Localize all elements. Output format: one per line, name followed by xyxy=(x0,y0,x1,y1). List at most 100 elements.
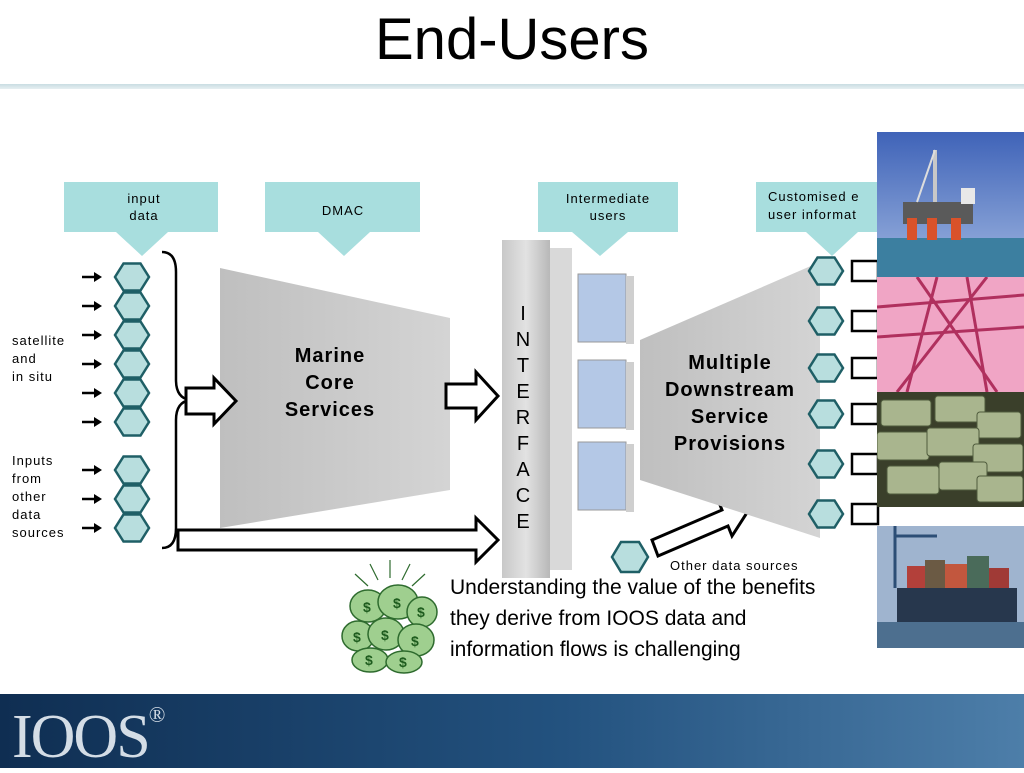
money-bags-icon: $$$ $$$ $$ xyxy=(340,556,440,674)
dmac-callout: DMAC xyxy=(265,182,420,256)
output-hexagon xyxy=(807,256,845,286)
core-line-2: Core xyxy=(305,372,355,394)
customised-info-callout: Customised e user informat xyxy=(756,182,880,256)
arrow-to-interface xyxy=(444,368,501,424)
input-arrow xyxy=(82,523,102,533)
input-hexagon xyxy=(113,349,151,379)
downstream-line-1: Multiple xyxy=(688,352,772,374)
input-arrow xyxy=(82,494,102,504)
input-hexagon xyxy=(113,378,151,408)
input-arrow xyxy=(82,301,102,311)
inputs-line-3: other xyxy=(12,489,47,504)
oil-platform-photo xyxy=(877,132,1024,277)
other-sources-arrow xyxy=(650,497,753,558)
interface-letter: A xyxy=(516,459,530,481)
output-arrow-box xyxy=(850,452,880,476)
inputs-line-1: Inputs xyxy=(12,453,53,468)
slide-caption: Understanding the value of the benefits … xyxy=(450,576,816,661)
footer-bar: IOOS® xyxy=(0,694,1024,771)
interface-letter: I xyxy=(520,303,526,325)
input-hexagon-stack xyxy=(113,262,151,543)
customised-label-2: user informat xyxy=(768,207,857,222)
interface-side xyxy=(550,248,572,570)
marine-core-services-block xyxy=(220,268,450,528)
output-hexagon xyxy=(807,499,845,529)
interface-letter: F xyxy=(517,433,529,455)
output-arrow-box xyxy=(850,502,880,526)
power-pylon-photo xyxy=(877,277,1024,392)
interface-letter: E xyxy=(516,381,529,403)
title-divider xyxy=(0,84,1024,89)
input-arrow xyxy=(82,417,102,427)
svg-text:$: $ xyxy=(365,652,373,668)
satellite-line-3: in situ xyxy=(12,369,53,384)
satellite-line-2: and xyxy=(12,351,37,366)
output-arrow-box xyxy=(850,259,880,283)
container-ship-photo xyxy=(877,526,1024,648)
inputs-line-5: sources xyxy=(12,525,65,540)
svg-text:$: $ xyxy=(411,633,419,649)
input-data-label-2: data xyxy=(129,208,158,223)
other-sources-text: Other data sources xyxy=(670,558,799,573)
input-hexagon xyxy=(113,291,151,321)
satellite-line-1: satellite xyxy=(12,333,65,348)
input-hexagon xyxy=(113,320,151,350)
satellite-in-situ-label: satellite and in situ xyxy=(12,333,65,384)
downstream-line-4: Provisions xyxy=(674,433,786,455)
core-line-1: Marine xyxy=(295,345,365,367)
svg-text:$: $ xyxy=(393,595,401,611)
arrow-to-core xyxy=(184,374,239,428)
data-flow-diagram: input data DMAC Intermediate users Custo… xyxy=(12,182,880,578)
output-arrow-box xyxy=(850,309,880,333)
input-arrow xyxy=(82,330,102,340)
logo-text: IOOS xyxy=(12,703,151,771)
svg-text:$: $ xyxy=(381,627,389,643)
interface-letter: C xyxy=(516,485,530,507)
money-stacks-photo xyxy=(877,392,1024,507)
input-arrows xyxy=(82,272,102,533)
output-hexagons xyxy=(807,256,880,529)
core-line-3: Services xyxy=(285,399,375,421)
interface-column xyxy=(502,240,550,578)
input-hexagon xyxy=(113,455,151,485)
ioos-logo: IOOS® xyxy=(12,702,166,773)
output-hexagon xyxy=(807,353,845,383)
downstream-line-2: Downstream xyxy=(665,379,795,401)
intermediate-user-blocks xyxy=(577,273,634,512)
interface-letter: R xyxy=(516,407,530,429)
interface-letter: N xyxy=(516,329,530,351)
input-arrow xyxy=(82,272,102,282)
svg-text:$: $ xyxy=(399,654,407,670)
input-hexagon xyxy=(113,262,151,292)
input-data-callout: input data xyxy=(64,182,218,256)
intermediate-label-1: Intermediate xyxy=(566,191,650,206)
dmac-label: DMAC xyxy=(322,203,364,218)
output-arrow-box xyxy=(850,402,880,426)
input-hexagon xyxy=(113,513,151,543)
registered-mark: ® xyxy=(148,702,166,727)
input-hexagon xyxy=(113,484,151,514)
inputs-line-4: data xyxy=(12,507,41,522)
interface-letter: E xyxy=(516,511,529,533)
other-sources-label: Inputs from other data sources xyxy=(12,453,65,540)
interface-letter: T xyxy=(517,355,529,377)
input-arrow xyxy=(82,388,102,398)
output-hexagon xyxy=(807,449,845,479)
other-sources-hexagon xyxy=(610,540,650,574)
input-arrow xyxy=(82,465,102,475)
downstream-provisions-block xyxy=(640,262,820,538)
svg-text:$: $ xyxy=(353,629,361,645)
inputs-line-2: from xyxy=(12,471,42,486)
intermediate-users-callout: Intermediate users xyxy=(538,182,678,256)
svg-text:$: $ xyxy=(417,604,425,620)
input-hexagon xyxy=(113,407,151,437)
output-hexagon xyxy=(807,306,845,336)
output-arrow-box xyxy=(850,356,880,380)
intermediate-label-2: users xyxy=(590,208,627,223)
input-arrow xyxy=(82,359,102,369)
downstream-line-3: Service xyxy=(691,406,769,428)
bypass-arrow xyxy=(176,514,501,566)
output-hexagon xyxy=(807,399,845,429)
customised-label-1: Customised e xyxy=(768,189,859,204)
